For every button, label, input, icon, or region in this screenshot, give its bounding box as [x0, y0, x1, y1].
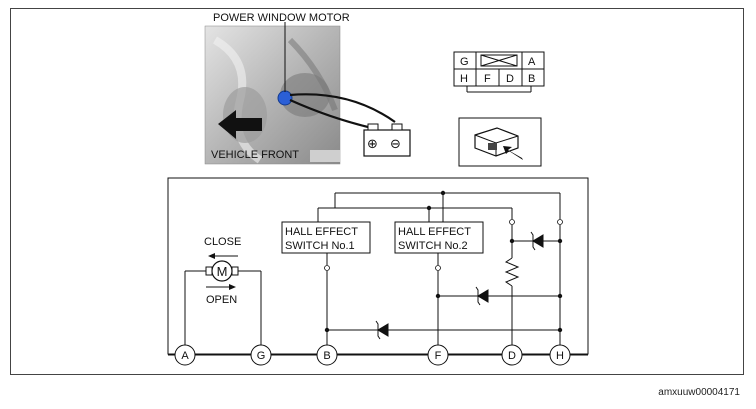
terminal-g: G	[250, 344, 272, 366]
motor-symbol: M	[217, 264, 228, 279]
wire-positive	[289, 98, 373, 130]
motor-icon: M	[205, 260, 239, 282]
zener-diode-1-icon	[530, 231, 544, 251]
hall-switch-1-line2: SWITCH No.1	[285, 240, 355, 252]
terminal-a: A	[174, 344, 196, 366]
hall-switch-2-line2: SWITCH No.2	[398, 240, 468, 252]
motor-title: POWER WINDOW MOTOR	[213, 12, 350, 24]
terminal-h: H	[549, 344, 571, 366]
hall-switch-1-box	[281, 221, 371, 254]
hall-switch-2-line1: HALL EFFECT	[398, 226, 471, 238]
zener-diode-3-icon	[375, 320, 389, 340]
connector-view-icon	[458, 117, 542, 167]
terminal-f: F	[427, 344, 449, 366]
schematic-frame	[167, 177, 589, 355]
open-arrow-icon	[206, 284, 236, 290]
battery-icon: ⊕ ⊖	[363, 123, 411, 157]
zener-diode-2-icon	[475, 286, 489, 306]
pin-label-b: B	[528, 73, 535, 85]
svg-text:G: G	[257, 350, 266, 362]
junction-dots	[324, 190, 563, 333]
figure-frame	[10, 8, 744, 375]
open-terminals	[324, 219, 563, 271]
svg-text:D: D	[508, 350, 516, 362]
svg-text:B: B	[323, 350, 330, 362]
front-arrow-icon	[218, 110, 262, 139]
battery-plus-label: ⊕	[367, 136, 378, 151]
svg-text:A: A	[181, 350, 189, 362]
vehicle-front-label: VEHICLE FRONT	[211, 149, 299, 161]
close-label: CLOSE	[204, 236, 241, 248]
hall-switch-1-line1: HALL EFFECT	[285, 226, 358, 238]
terminal-d: D	[501, 344, 523, 366]
pin-label-h: H	[460, 73, 468, 85]
wire-negative	[289, 93, 396, 123]
pin-label-f: F	[484, 73, 491, 85]
svg-text:F: F	[435, 350, 442, 362]
pin-label-d: D	[506, 73, 514, 85]
figure-code: amxuuw00004171	[658, 387, 740, 398]
svg-text:H: H	[556, 350, 564, 362]
close-arrow-icon	[208, 253, 238, 259]
open-label: OPEN	[206, 294, 237, 306]
terminal-b: B	[316, 344, 338, 366]
connector-pinout	[453, 51, 545, 93]
hall-switch-2-box	[394, 221, 484, 254]
motor-connector-marker	[277, 90, 293, 106]
pin-label-g: G	[460, 56, 469, 68]
schematic-wiring	[168, 192, 588, 356]
battery-minus-label: ⊖	[390, 136, 401, 151]
pin-label-a: A	[528, 56, 536, 68]
